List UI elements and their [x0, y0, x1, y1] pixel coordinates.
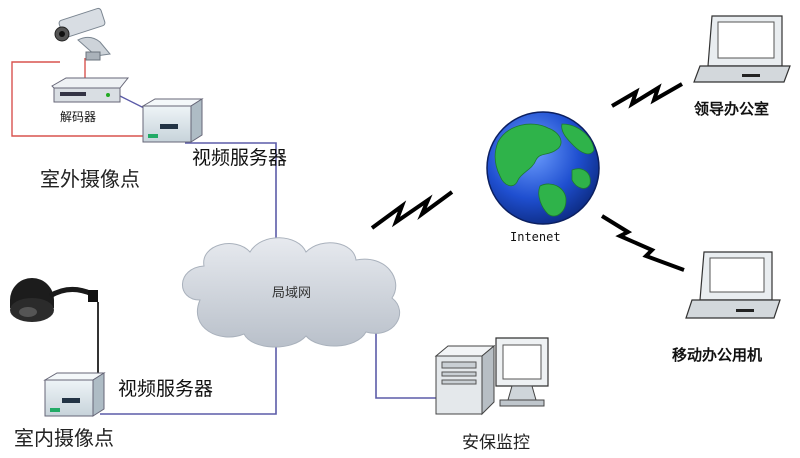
indoor-video-server-icon: [43, 372, 106, 417]
lan-cloud-icon: [182, 237, 401, 348]
decoder-cable-left: [11, 61, 158, 137]
lightning-internet-mobile: [600, 214, 685, 272]
decoder-label: 解码器: [60, 110, 97, 124]
internet-label: Intenet: [510, 230, 561, 244]
indoor-video-server-label: 视频服务器: [118, 378, 214, 400]
indoor-dome-camera-icon: [10, 278, 98, 322]
security-monitoring-label: 安保监控: [462, 433, 530, 453]
link-indoor-server-to-lan: [100, 322, 277, 415]
leader-office-label: 领导办公室: [694, 100, 770, 118]
wireless-links: [370, 82, 685, 272]
connection-lines: [97, 142, 436, 415]
internet-globe-icon: [486, 111, 600, 225]
indoor-camera-point-label: 室内摄像点: [14, 426, 114, 450]
link-lan-to-security: [375, 328, 436, 399]
mobile-office-laptop-icon: [685, 251, 781, 319]
security-workstation-icon: [434, 337, 549, 416]
link-outdoor-server-to-lan: [185, 142, 277, 268]
leader-office-laptop-icon: [693, 15, 791, 83]
outdoor-camera-point-label: 室外摄像点: [40, 167, 140, 191]
decoder-icon: [51, 77, 130, 103]
lightning-lan-internet: [370, 190, 454, 230]
outdoor-camera-icon: [54, 7, 111, 61]
outdoor-video-server-icon: [141, 98, 204, 143]
lan-label: 局域网: [272, 286, 312, 301]
lightning-internet-leader: [610, 82, 683, 109]
mobile-office-label: 移动办公用机: [672, 346, 763, 364]
outdoor-video-server-label: 视频服务器: [192, 147, 288, 169]
